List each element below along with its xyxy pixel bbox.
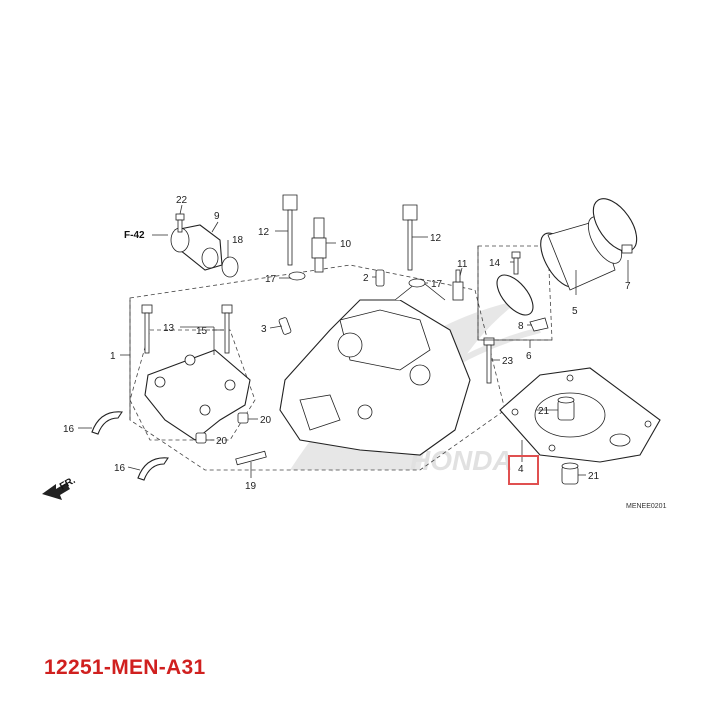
cam-plug-upper	[91, 411, 123, 435]
callout-20-upper: 20	[260, 415, 272, 426]
callout-18: 18	[232, 235, 244, 246]
callout-11: 11	[457, 259, 468, 270]
dowel-20-upper	[237, 412, 249, 424]
temperature-sensor	[452, 269, 464, 301]
callout-16-upper: 16	[63, 424, 75, 435]
callout-7: 7	[625, 281, 631, 292]
callout-12-left: 12	[258, 227, 270, 238]
callout-23: 23	[502, 356, 514, 367]
bolt-13	[141, 304, 153, 354]
bolt-23	[483, 337, 495, 384]
drawing-code: MENEE0201	[626, 503, 667, 510]
callout-5: 5	[572, 306, 578, 317]
water-hose-joint	[170, 224, 223, 271]
callout-2: 2	[363, 273, 369, 284]
callout-22: 22	[176, 195, 188, 206]
dowel-20-lower	[195, 432, 207, 444]
callout-1: 1	[110, 351, 116, 362]
callout-20-lower: 20	[216, 436, 228, 447]
callout-19: 19	[245, 481, 257, 492]
callout-8: 8	[518, 321, 524, 332]
dowel-2	[375, 269, 385, 287]
callout-21-lower: 21	[588, 471, 600, 482]
callout-6: 6	[526, 351, 532, 362]
carburetor-insulator	[540, 216, 623, 291]
washer-right	[408, 278, 426, 288]
stud-bolt-right	[402, 204, 418, 271]
dowel-pin-upper	[557, 396, 575, 421]
callout-9: 9	[214, 211, 220, 222]
clip	[529, 317, 549, 332]
spark-plug	[311, 217, 327, 273]
stud-bolt-19	[235, 450, 267, 466]
insulator-band-large	[592, 198, 638, 254]
cylinder-head	[279, 279, 471, 456]
camshaft-holder	[144, 349, 251, 441]
part-number: 12251-MEN-A31	[44, 656, 206, 679]
leader-lines	[78, 204, 629, 478]
callout-16-lower: 16	[114, 463, 126, 474]
front-arrow-icon	[42, 483, 70, 500]
dowel-3	[278, 317, 292, 335]
bolt-14	[511, 251, 521, 275]
highlight-box	[508, 455, 539, 485]
reference-f42: F-42	[124, 230, 145, 241]
callout-15: 15	[196, 326, 208, 337]
group-outline-head	[129, 264, 506, 471]
callout-10: 10	[340, 239, 352, 250]
group-outline-holder	[129, 329, 256, 441]
bolt-15	[221, 304, 233, 354]
callout-13: 13	[163, 323, 175, 334]
cam-plug-lower	[137, 457, 169, 481]
front-label: FR.	[58, 475, 78, 493]
callout-3: 3	[261, 324, 267, 335]
o-ring	[221, 256, 239, 278]
callout-17-left: 17	[265, 274, 277, 285]
dowel-pin-lower	[561, 462, 579, 485]
callout-12-right: 12	[430, 233, 442, 244]
callout-14: 14	[489, 258, 501, 269]
cylinder-head-gasket	[499, 367, 661, 463]
stud-bolt-left	[282, 194, 298, 266]
callout-21-upper: 21	[538, 406, 550, 417]
callout-4: 4	[518, 464, 524, 475]
washer-left	[288, 271, 306, 281]
insulator-band-small	[496, 274, 534, 316]
callout-17-right: 17	[431, 279, 443, 290]
